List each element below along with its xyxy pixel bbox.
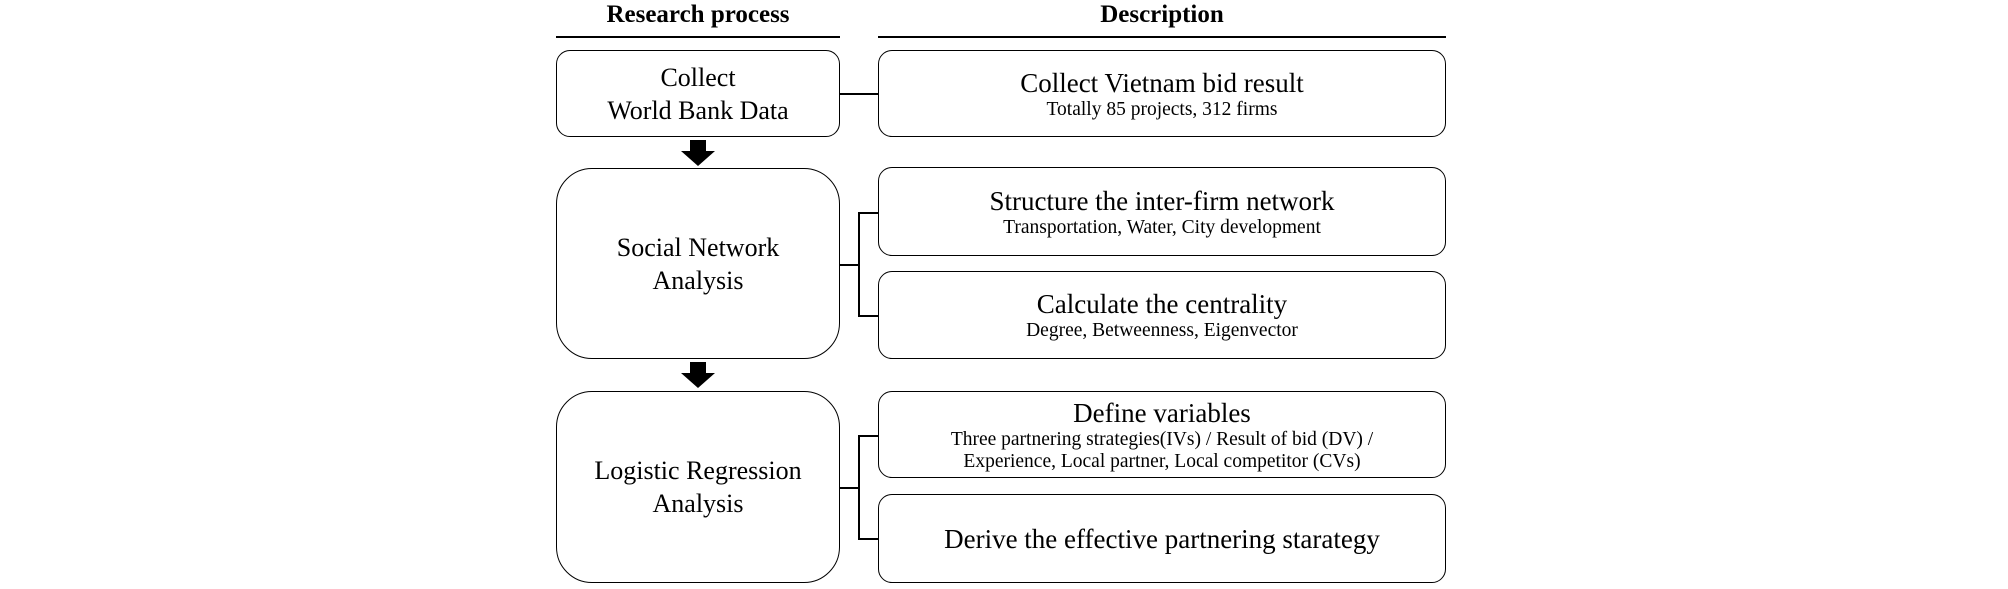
description-detail: Degree, Betweenness, Eigenvector: [1026, 320, 1298, 341]
process-step-label: Analysis: [652, 489, 744, 518]
connector-line: [858, 538, 878, 540]
down-arrow-icon: [681, 362, 715, 388]
description-header-underline: [878, 36, 1446, 38]
process-step-label: Collect: [660, 62, 736, 92]
connector-line: [840, 487, 858, 489]
connector-line: [858, 435, 860, 539]
description-detail: Transportation, Water, City development: [1003, 216, 1321, 238]
process-header-underline: [556, 36, 840, 38]
connector-line: [840, 93, 878, 95]
process-step-label: World Bank Data: [607, 95, 789, 125]
process-step-label: Analysis: [652, 265, 744, 295]
down-arrow-icon: [681, 140, 715, 166]
description-calculate-centrality: Calculate the centrality Degree, Between…: [878, 271, 1446, 359]
description-column-header: Description: [1100, 1, 1224, 28]
description-collect-bid-result: Collect Vietnam bid result Totally 85 pr…: [878, 50, 1446, 137]
connector-line: [858, 212, 878, 214]
process-step-collect-data: Collect World Bank Data: [556, 50, 840, 137]
description-structure-network: Structure the inter-firm network Transpo…: [878, 167, 1446, 256]
description-detail: Totally 85 projects, 312 firms: [1046, 98, 1278, 120]
connector-line: [858, 212, 860, 316]
description-title: Structure the inter-firm network: [989, 185, 1335, 216]
description-detail: Experience, Local partner, Local competi…: [963, 450, 1361, 472]
process-step-logistic-regression-analysis: Logistic Regression Analysis: [556, 391, 840, 583]
process-step-social-network-analysis: Social Network Analysis: [556, 168, 840, 359]
description-title: Collect Vietnam bid result: [1020, 67, 1304, 98]
connector-line: [840, 264, 858, 266]
description-title: Calculate the centrality: [1036, 289, 1288, 319]
connector-line: [858, 435, 878, 437]
description-detail: Three partnering strategies(IVs) / Resul…: [950, 428, 1374, 450]
process-column-header: Research process: [606, 1, 790, 28]
process-step-label: Logistic Regression: [594, 456, 802, 485]
description-derive-strategy: Derive the effective partnering starateg…: [878, 494, 1446, 583]
description-define-variables: Define variables Three partnering strate…: [878, 391, 1446, 478]
process-step-label: Social Network: [616, 232, 780, 262]
description-title: Define variables: [1073, 397, 1251, 428]
description-title: Derive the effective partnering starateg…: [944, 523, 1380, 554]
connector-line: [858, 315, 878, 317]
